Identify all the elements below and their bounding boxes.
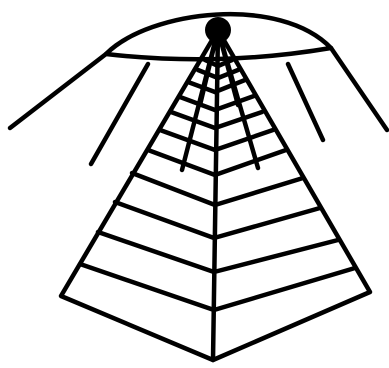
ray-left <box>91 64 148 164</box>
ray-far-left <box>10 54 106 128</box>
ray-far-right <box>331 48 387 130</box>
right-bands <box>214 80 355 310</box>
eye-pupil <box>205 17 231 43</box>
ray-right <box>288 64 323 140</box>
